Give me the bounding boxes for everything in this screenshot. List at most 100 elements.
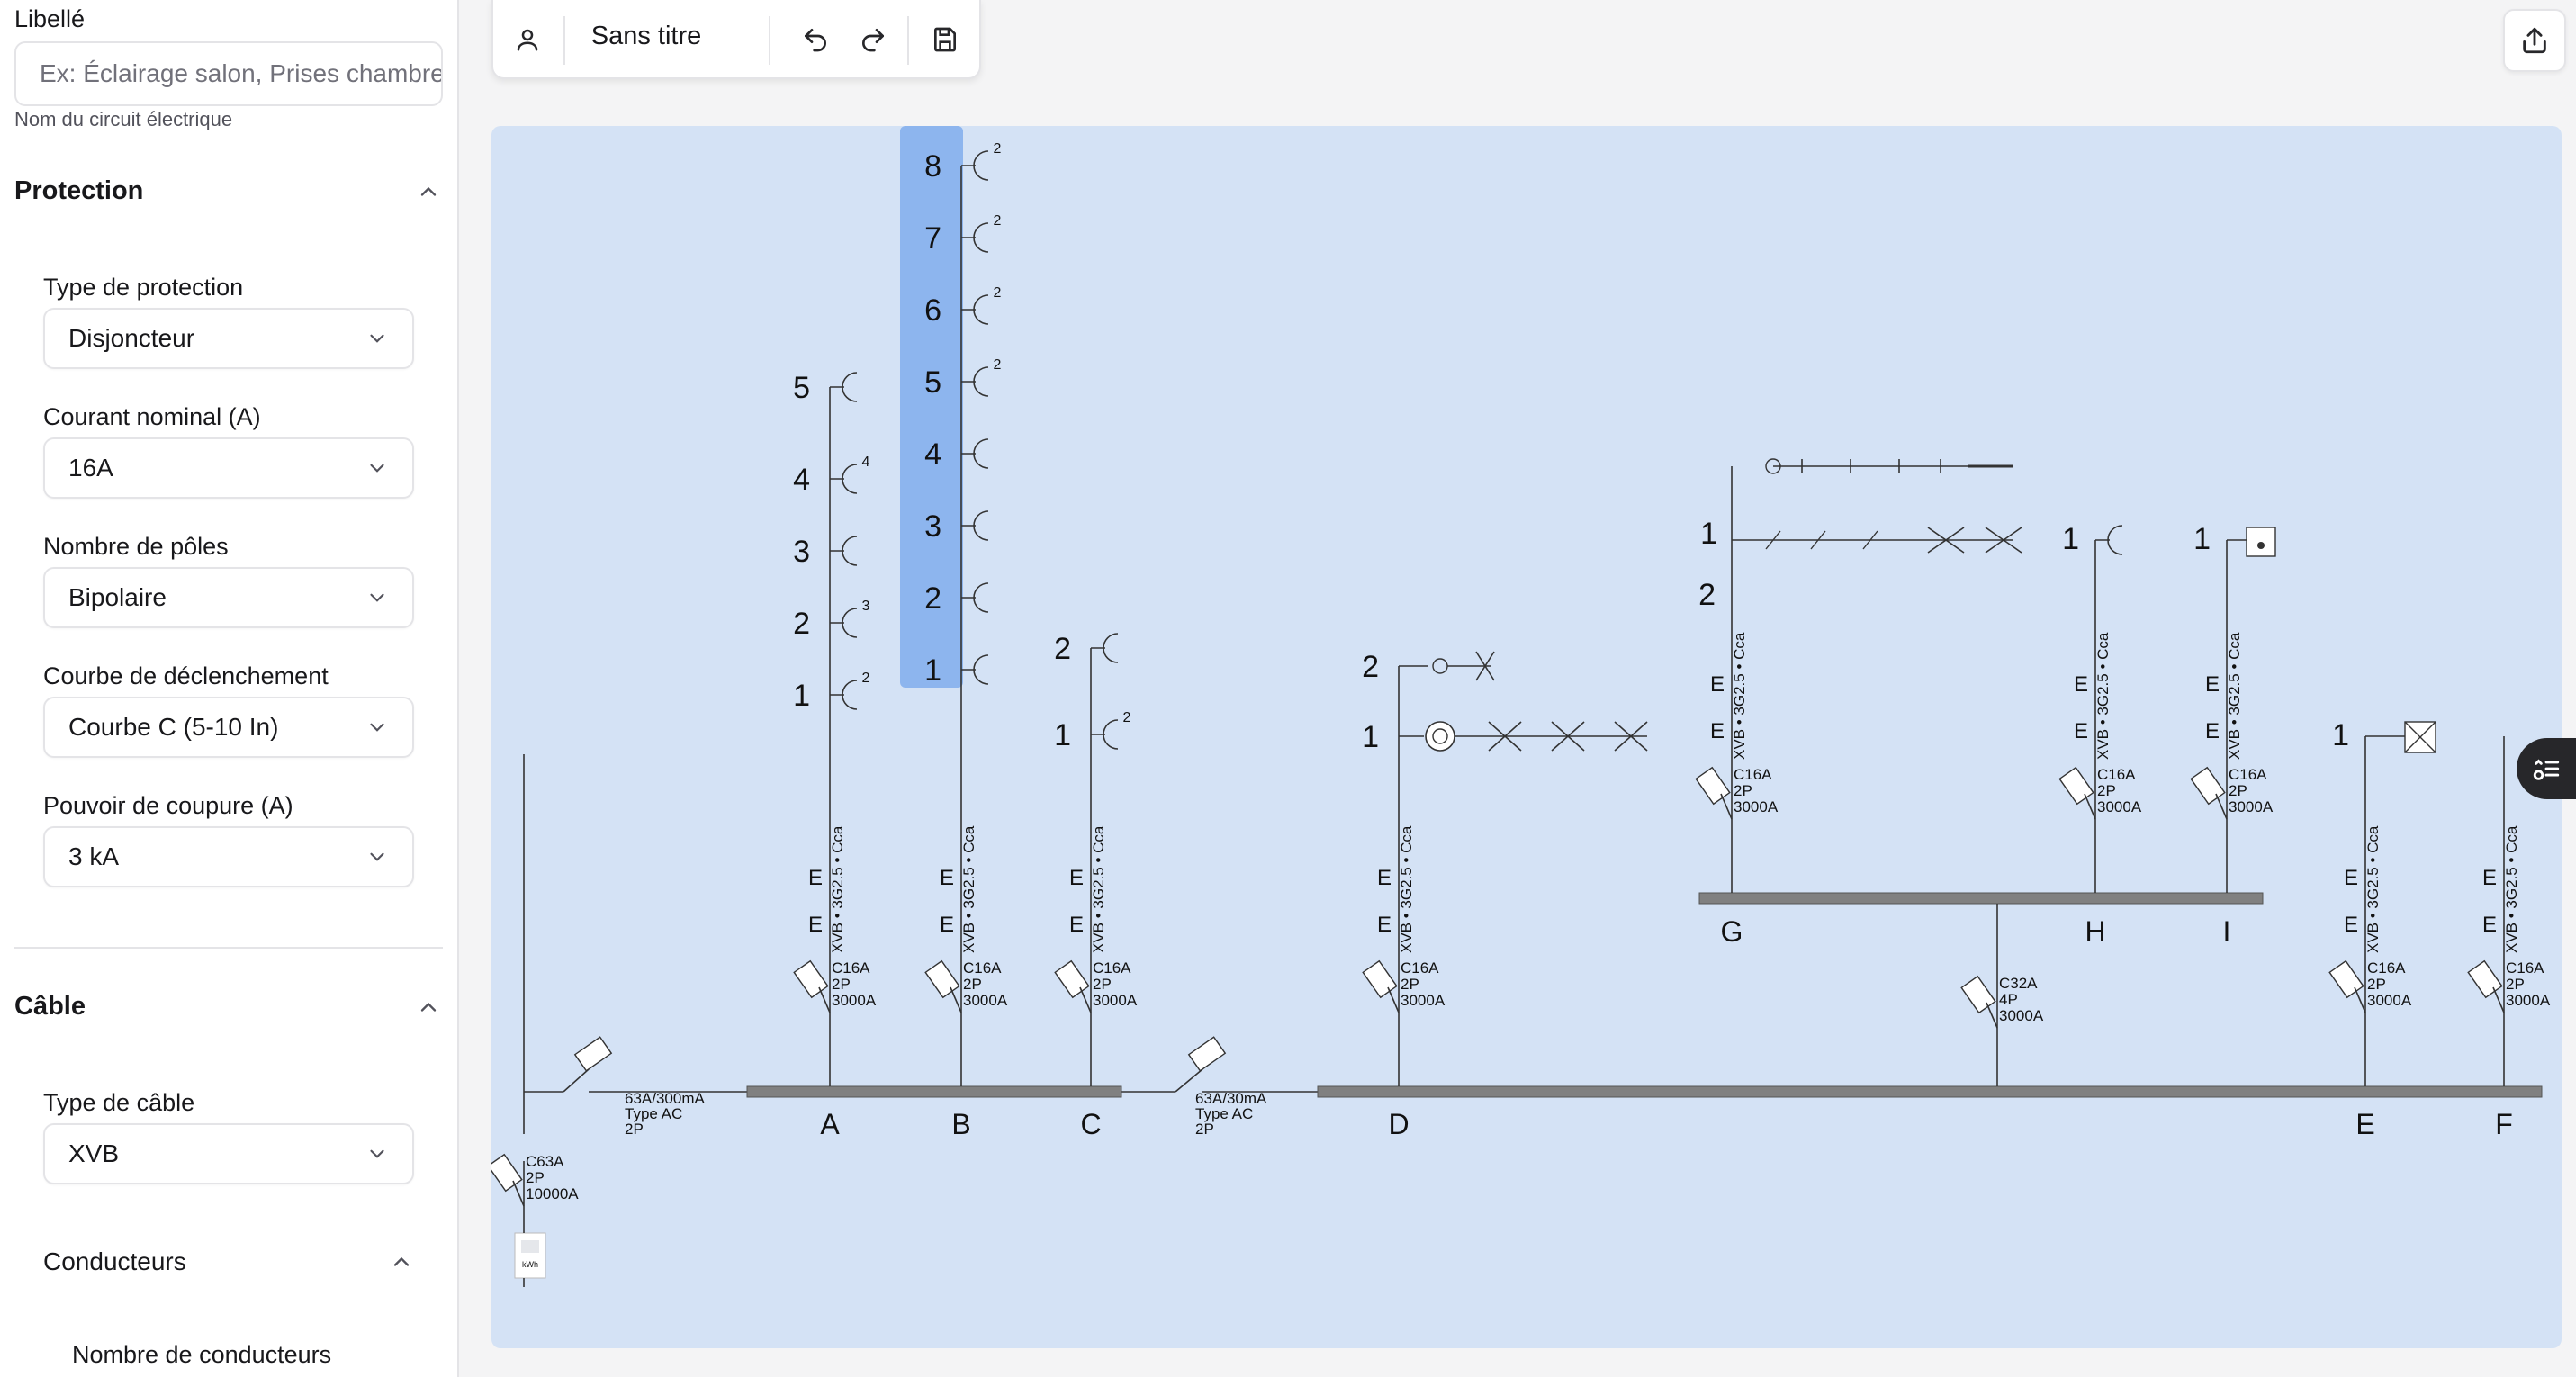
item-number: 1: [1054, 718, 1071, 752]
socket-symbol: [961, 294, 989, 325]
libelle-input[interactable]: Ex: Éclairage salon, Prises chambre: [14, 41, 443, 106]
item-number: 1: [1700, 517, 1717, 551]
breaker-handle: [2058, 766, 2094, 806]
share-icon: [2523, 27, 2546, 54]
breaker-spec-text: C16A: [963, 959, 1002, 976]
courbe-value: Courbe C (5-10 In): [68, 713, 279, 741]
breaker-contact: [2492, 986, 2505, 1013]
save-button[interactable]: [925, 20, 965, 59]
light-point-symbol: [1475, 651, 1495, 681]
toolbar-separator: [907, 16, 909, 65]
breaker-spec-text: 2P: [1093, 976, 1112, 993]
poles-select[interactable]: Bipolaire: [43, 567, 414, 628]
busbar-2: [1317, 1085, 2543, 1098]
cable-label: XVB • 3G2.5 • Cca: [829, 825, 846, 953]
item-number: 2: [1698, 578, 1716, 612]
socket-symbol: [961, 366, 989, 397]
breaker-spec-text: C16A: [1734, 766, 1772, 783]
light-box-cross: [2404, 721, 2436, 753]
share-button[interactable]: [2503, 9, 2566, 72]
switch-symbol: [1765, 458, 1781, 474]
switch-symbol: [1810, 530, 1826, 550]
breaker-handle: [2467, 959, 2503, 999]
courant-select[interactable]: 16A: [43, 437, 414, 499]
conducteurs-section-toggle[interactable]: Conducteurs: [43, 1247, 414, 1276]
item-quantity: 2: [994, 285, 1002, 301]
cable-label: XVB • 3G2.5 • Cca: [1398, 825, 1415, 953]
earth-symbol: E: [2482, 866, 2497, 890]
breaker-handle: [491, 1153, 523, 1192]
breaker-contact: [1986, 1002, 1998, 1029]
light-point-symbol: [1551, 721, 1585, 752]
breaker-contact: [818, 986, 831, 1013]
earth-symbol: E: [1069, 913, 1084, 937]
item-number: 7: [924, 221, 941, 256]
breaker-spec-text: C16A: [1401, 959, 1439, 976]
layers-toggle-button[interactable]: [2517, 738, 2576, 799]
conducteurs-title: Conducteurs: [43, 1247, 186, 1275]
socket-symbol: [830, 464, 858, 494]
circuit-label: B: [951, 1108, 970, 1140]
socket-symbol: [961, 510, 989, 541]
earth-symbol: E: [940, 866, 954, 890]
pouvoir-select[interactable]: 3 kA: [43, 826, 414, 887]
cable-label: XVB • 3G2.5 • Cca: [2503, 825, 2520, 953]
document-title[interactable]: Sans titre: [590, 22, 702, 50]
pouvoir-value: 3 kA: [68, 842, 120, 870]
item-number: 1: [1362, 720, 1379, 754]
breaker-handle: [793, 959, 829, 999]
protection-type-value: Disjoncteur: [68, 324, 195, 352]
light-point-symbol: [1927, 526, 1965, 554]
document-toolbar: Sans titre: [491, 0, 981, 79]
cable-type-select[interactable]: XVB: [43, 1123, 414, 1184]
item-number: 2: [793, 607, 810, 641]
libelle-hint: Nom du circuit électrique: [14, 108, 233, 130]
filter-list-icon: [2533, 759, 2560, 780]
breaker-contact: [2354, 986, 2366, 1013]
cable-label: XVB • 3G2.5 • Cca: [1090, 825, 1107, 953]
breaker-spec-text: 2P: [2367, 976, 2386, 993]
protection-section-toggle[interactable]: Protection: [14, 176, 441, 206]
protection-type-label: Type de protection: [43, 274, 244, 301]
breaker-handle: [1960, 975, 1996, 1014]
courbe-select[interactable]: Courbe C (5-10 In): [43, 697, 414, 758]
item-number: 1: [2062, 522, 2079, 556]
protection-type-select[interactable]: Disjoncteur: [43, 308, 414, 369]
item-number: 3: [924, 509, 941, 544]
undo-button[interactable]: [796, 20, 835, 59]
socket-symbol: [830, 608, 858, 638]
cable-section-toggle[interactable]: Câble: [14, 992, 441, 1022]
chevron-down-icon: [370, 593, 384, 602]
earth-symbol: E: [2482, 913, 2497, 937]
differential-handle: [1187, 1036, 1227, 1072]
socket-symbol: [830, 372, 858, 402]
redo-button[interactable]: [853, 20, 893, 59]
sub-busbar: [1698, 892, 2264, 904]
socket-symbol: [1091, 719, 1119, 750]
breaker-spec-text: C32A: [1999, 975, 2038, 992]
circuit-label: E: [2355, 1108, 2374, 1140]
libelle-label: Libellé: [14, 5, 86, 32]
breaker-spec-text: C63A: [526, 1153, 564, 1170]
earth-symbol: E: [1069, 866, 1084, 890]
main-supply: kWh: [514, 754, 546, 1287]
item-number: 1: [2193, 522, 2211, 556]
courant-value: 16A: [68, 454, 113, 482]
socket-symbol: [961, 438, 989, 469]
earth-symbol: E: [1377, 913, 1392, 937]
breaker-handle: [1362, 959, 1398, 999]
differential-spec-text: 63A/30mA: [1195, 1090, 1267, 1107]
properties-panel: Libellé Ex: Éclairage salon, Prises cham…: [0, 0, 459, 1377]
undo-icon: [805, 29, 826, 52]
user-button[interactable]: [508, 20, 547, 59]
item-number: 2: [924, 581, 941, 616]
